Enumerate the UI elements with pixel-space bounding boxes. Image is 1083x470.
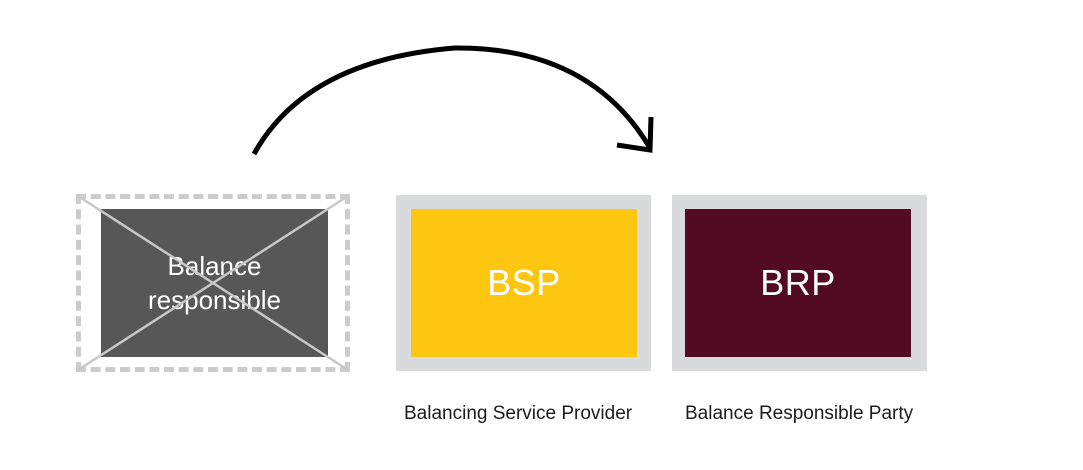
- transfer-arrow-head-icon: [616, 116, 654, 153]
- crossed-role-dashed-frame: [76, 194, 350, 372]
- crossed-role-label: Balance responsible: [148, 251, 281, 315]
- brp-label: BRP: [760, 262, 836, 303]
- brp-box: BRP: [685, 209, 911, 357]
- cross-line-2: [77, 194, 349, 372]
- bsp-caption: Balancing Service Provider: [404, 403, 633, 424]
- bsp-box: BSP: [411, 209, 637, 357]
- bsp-label: BSP: [487, 262, 561, 303]
- transfer-arrow-curve: [251, 45, 653, 156]
- brp-caption: Balance Responsible Party: [685, 403, 914, 424]
